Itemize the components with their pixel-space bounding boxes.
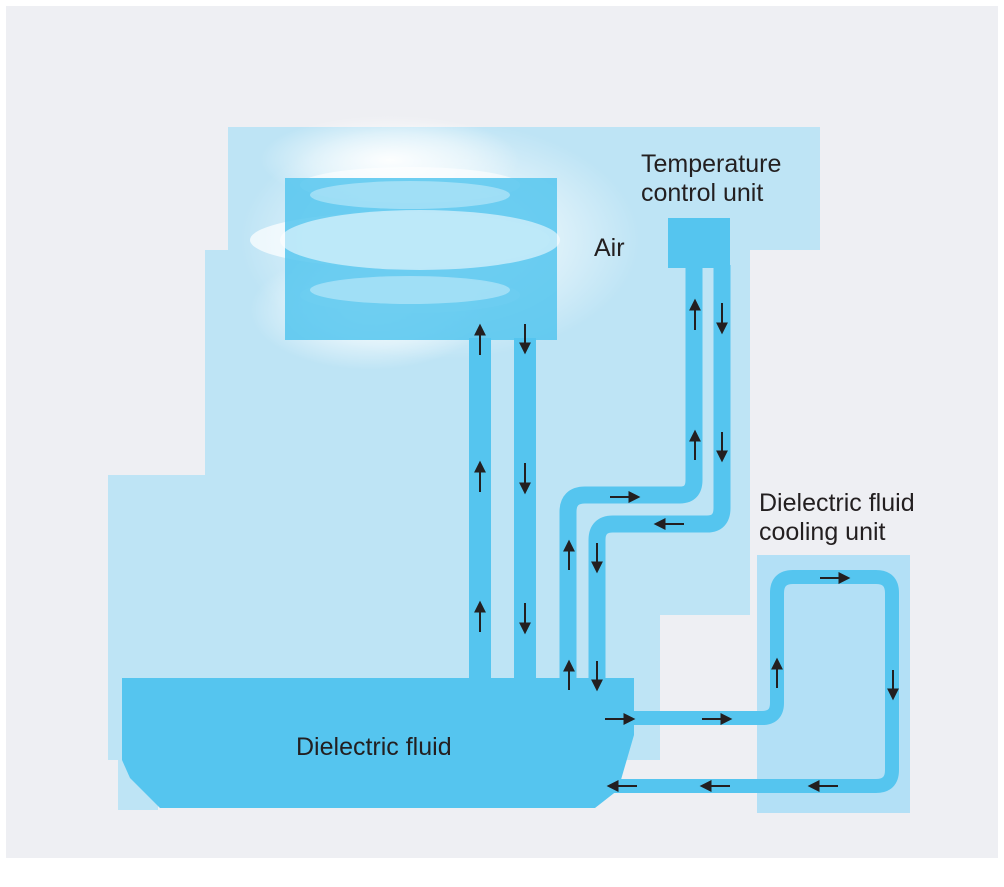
label-line-2: cooling unit xyxy=(759,518,886,546)
temperature-control-unit-label: Temperature control unit xyxy=(641,150,781,208)
dielectric-fluid-label: Dielectric fluid xyxy=(296,733,452,761)
pipe-chamber-down xyxy=(514,338,536,680)
flow-arrows xyxy=(474,298,899,792)
air-label: Air xyxy=(594,234,625,262)
label-line-1: Dielectric fluid xyxy=(759,489,915,517)
label-line-1: Temperature xyxy=(641,150,782,178)
label-line-2: control unit xyxy=(641,179,764,207)
dielectric-fluid-tank xyxy=(122,678,634,808)
temperature-control-unit xyxy=(668,218,730,268)
pipe-chamber-up xyxy=(469,338,491,680)
cooling-unit-label: Dielectric fluid cooling unit xyxy=(759,489,915,547)
